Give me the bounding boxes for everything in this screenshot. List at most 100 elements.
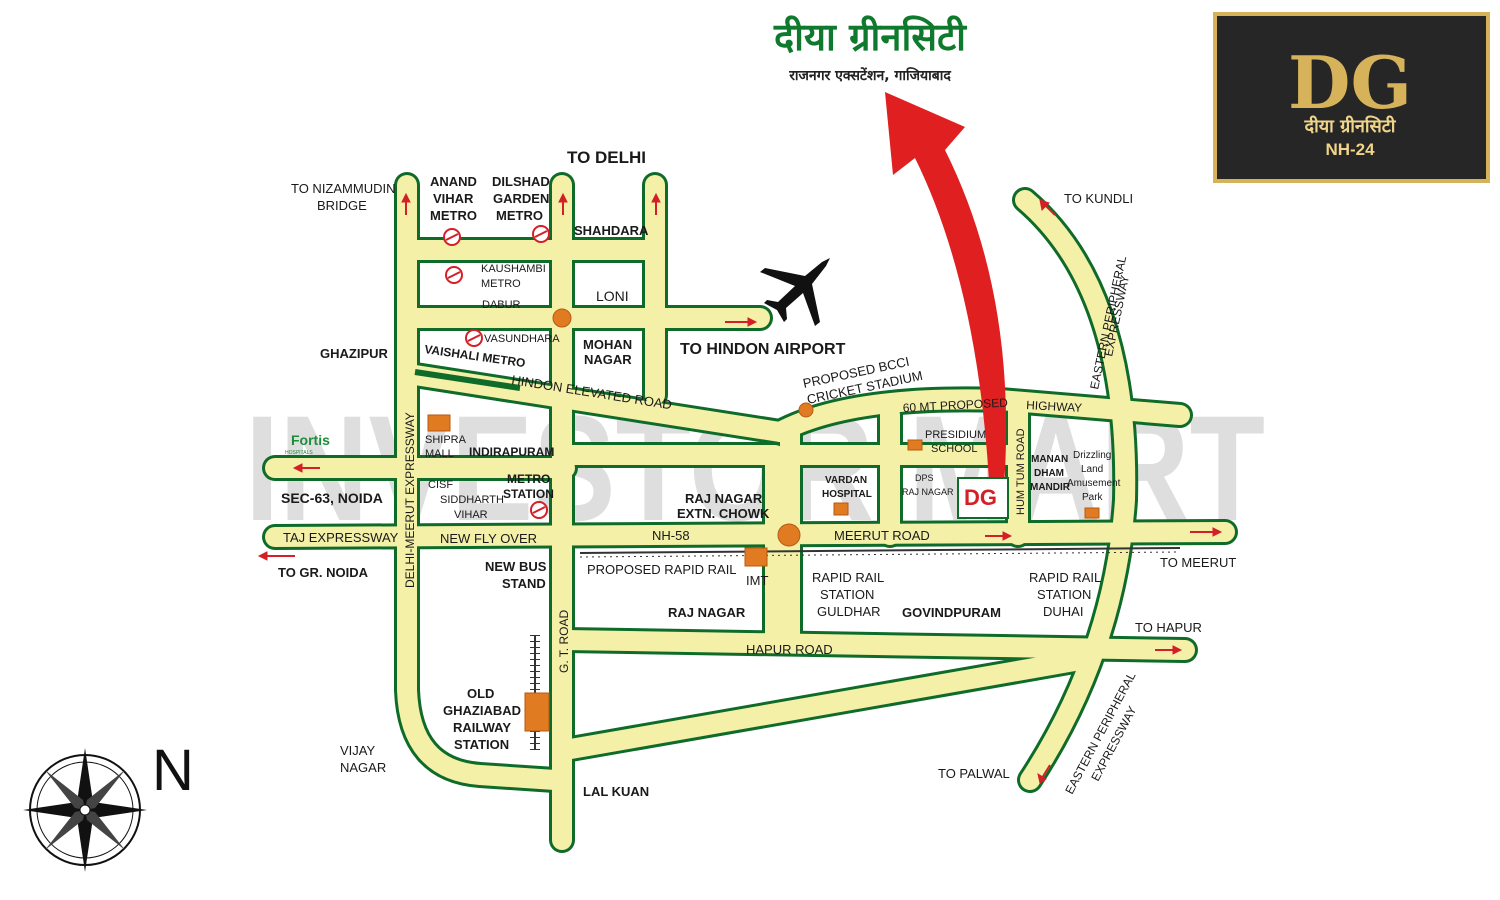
label-vihar: VIHAR <box>433 191 474 206</box>
label-taj-expressway: TAJ EXPRESSWAY <box>283 530 399 545</box>
label-metro-station-1: METRO <box>507 472 550 486</box>
label-ghaziabad: GHAZIABAD <box>443 703 521 718</box>
label-manan: MANAN <box>1031 454 1068 465</box>
label-mandir: MANDIR <box>1030 482 1071 493</box>
label-mohan: MOHAN <box>583 337 632 352</box>
project-marker: DG <box>957 477 1009 519</box>
label-kaushambi: KAUSHAMBI <box>481 263 546 275</box>
compass-rose-icon <box>23 748 147 872</box>
logo-name: दीया ग्रीनसिटी <box>1304 115 1397 137</box>
label-shipra: SHIPRA <box>425 434 467 446</box>
label-raj-nagar: RAJ NAGAR <box>668 605 746 620</box>
label-to-hindon-airport: TO HINDON AIRPORT <box>680 341 846 358</box>
brand-logo: DG दीया ग्रीनसिटी NH-24 <box>1213 12 1490 183</box>
label-vihar-2: VIHAR <box>454 509 488 521</box>
airplane-icon <box>760 258 830 326</box>
label-land: Land <box>1081 464 1103 475</box>
svg-text:DG: DG <box>964 485 997 510</box>
label-garden: GARDEN <box>493 191 549 206</box>
label-station: STATION <box>454 737 509 752</box>
label-metro-station-2: STATION <box>503 487 554 501</box>
label-anand: ANAND <box>430 174 477 189</box>
metro-icon <box>532 225 550 243</box>
label-rapid-duhai-1: RAPID RAIL <box>1029 570 1101 585</box>
label-govindpuram: GOVINDPURAM <box>902 605 1001 620</box>
metro-icon <box>445 266 463 284</box>
label-hum-tum-road: HUM TUM ROAD <box>1015 428 1027 515</box>
label-nagar: NAGAR <box>584 352 632 367</box>
label-rapid-duhai-2: STATION <box>1037 587 1091 602</box>
label-amusement: Amusement <box>1067 478 1121 489</box>
label-shahdara: SHAHDARA <box>574 223 649 238</box>
project-subtitle: राजनगर एक्सटेंशन, गाजियाबाद <box>788 67 951 84</box>
label-cisf: CISF <box>428 479 453 491</box>
label-stand: STAND <box>502 576 546 591</box>
label-school: SCHOOL <box>931 443 977 455</box>
label-vijay: VIJAY <box>340 743 375 758</box>
project-title: दीया ग्रीनसिटी <box>773 15 967 59</box>
label-nh58: NH-58 <box>652 528 690 543</box>
label-park: Park <box>1082 492 1104 503</box>
label-vardan: VARDAN <box>825 475 867 486</box>
label-kaushambi-metro: METRO <box>481 278 521 290</box>
metro-icon <box>530 501 548 519</box>
label-new-fly-over: NEW FLY OVER <box>440 531 537 546</box>
label-mall: MALL <box>425 448 454 460</box>
label-to-hapur: TO HAPUR <box>1135 620 1202 635</box>
label-imt: IMT <box>746 573 768 588</box>
label-raj-nagar-extn: RAJ NAGAR <box>685 491 763 506</box>
label-sec63: SEC-63, NOIDA <box>281 490 383 506</box>
label-drizzling: Drizzling <box>1073 450 1111 461</box>
label-bridge: BRIDGE <box>317 198 367 213</box>
label-gt-road: G. T. ROAD <box>557 610 571 673</box>
landmark-markers <box>427 308 1100 732</box>
label-presidium: PRESIDIUM <box>925 429 986 441</box>
label-rapid-guldhar-1: RAPID RAIL <box>812 570 884 585</box>
label-raj-nagar-dps: RAJ NAGAR <box>902 487 954 497</box>
label-extn-chowk: EXTN. CHOWK <box>677 506 770 521</box>
label-to-kundli: TO KUNDLI <box>1064 191 1133 206</box>
road-network <box>262 172 1238 853</box>
label-delhi-meerut-expressway: DELHI-MEERUT EXPRESSWAY <box>403 412 417 588</box>
label-rapid-duhai-3: DUHAI <box>1043 604 1083 619</box>
label-siddharth: SIDDHARTH <box>440 494 504 506</box>
metro-icon <box>465 329 483 347</box>
label-lal-kuan: LAL KUAN <box>583 784 649 799</box>
metro-icons <box>443 225 550 519</box>
logo-monogram: DG <box>1288 40 1412 125</box>
label-nagar-vijay: NAGAR <box>340 760 386 775</box>
label-metro-2: METRO <box>496 208 543 223</box>
label-loni: LONI <box>596 288 629 304</box>
label-metro-1: METRO <box>430 208 477 223</box>
label-rapid-guldhar-3: GULDHAR <box>817 604 881 619</box>
label-to-meerut: TO MEERUT <box>1160 555 1236 570</box>
label-dham: DHAM <box>1034 468 1064 479</box>
label-to-gr-noida: TO GR. NOIDA <box>278 565 369 580</box>
label-vasundhara: VASUNDHARA <box>484 333 560 345</box>
label-fortis-hospitals: HOSPITALS <box>285 450 313 456</box>
label-old: OLD <box>467 686 494 701</box>
label-proposed-rapid-rail: PROPOSED RAPID RAIL <box>587 562 737 577</box>
label-new-bus: NEW BUS <box>485 559 547 574</box>
label-meerut-road: MEERUT ROAD <box>834 528 930 543</box>
direction-arrows <box>257 192 1223 784</box>
label-highway: HIGHWAY <box>1026 398 1083 415</box>
compass-north-label: N <box>152 738 194 803</box>
label-dabur: DABUR <box>482 299 521 311</box>
label-hospital: HOSPITAL <box>822 489 872 500</box>
label-indirapuram: INDIRAPURAM <box>469 445 554 459</box>
label-ghazipur: GHAZIPUR <box>320 346 389 361</box>
label-dilshad: DILSHAD <box>492 174 550 189</box>
label-to-palwal: TO PALWAL <box>938 766 1010 781</box>
label-hapur-road: HAPUR ROAD <box>746 642 833 657</box>
metro-icon <box>443 228 461 246</box>
logo-tag: NH-24 <box>1325 140 1375 159</box>
label-dps: DPS <box>915 473 934 483</box>
project-direction-arrow <box>885 92 1007 500</box>
label-railway: RAILWAY <box>453 720 511 735</box>
label-fortis: Fortis <box>291 432 330 448</box>
label-rapid-guldhar-2: STATION <box>820 587 874 602</box>
label-to-nizammudin: TO NIZAMMUDIN <box>291 181 395 196</box>
label-60mt: 60 MT PROPOSED <box>902 395 1008 415</box>
